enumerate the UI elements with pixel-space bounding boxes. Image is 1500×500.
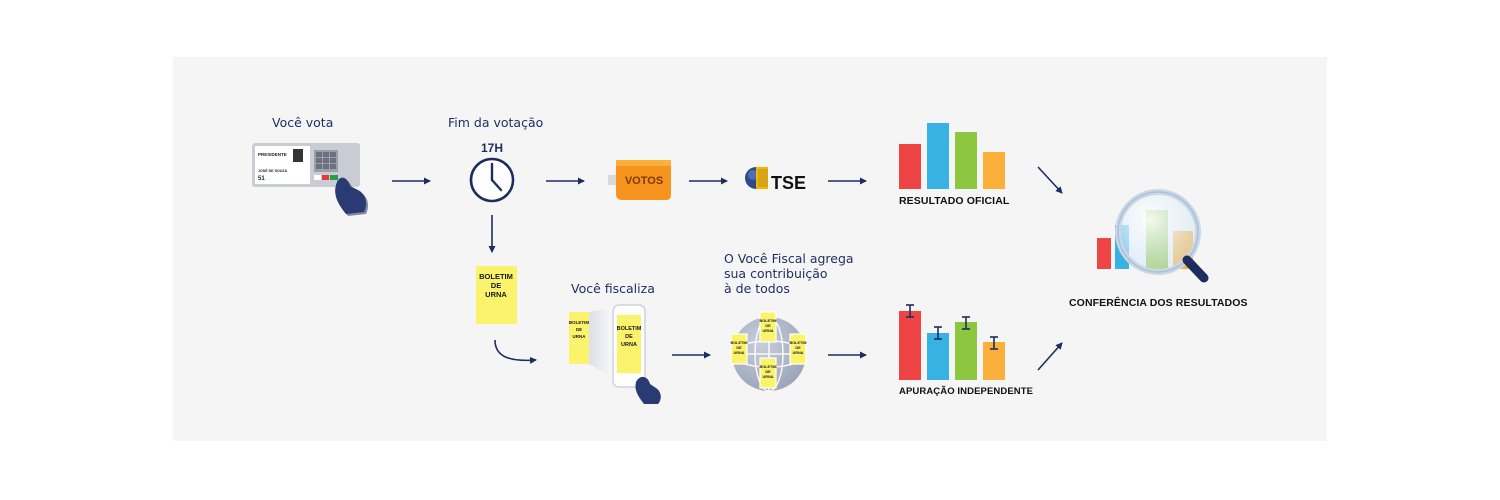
official-result-chart-icon [899,123,1005,189]
svg-text:DE: DE [765,324,771,328]
boletim-line1: BOLETIM [479,272,513,281]
arrow-icon [494,339,537,364]
hour-label: 17H [481,141,503,155]
label-conferencia: CONFERÊNCIA DOS RESULTADOS [1069,297,1248,309]
voting-machine-icon: PRESIDENTE JOSÉ DE SOUZA 51 [252,143,368,216]
svg-text:URNA: URNA [763,329,774,333]
arrow-icon [1037,166,1063,194]
urna-candidato: JOSÉ DE SOUZA [258,168,288,173]
svg-text:URNA: URNA [734,351,745,355]
svg-text:BOLETIM: BOLETIM [569,320,589,325]
svg-text:BOLETIM: BOLETIM [759,365,776,369]
label-resultado-oficial: RESULTADO OFICIAL [899,195,1010,207]
svg-text:BOLETIM: BOLETIM [730,341,747,345]
votos-label: VOTOS [625,175,663,187]
tse-logo-icon: TSE [745,167,806,193]
official-bar-red [899,144,921,189]
label-fim-votacao: Fim da votação [448,115,544,130]
boletim-line3: URNA [485,290,507,299]
svg-text:BOLETIM: BOLETIM [789,341,806,345]
label-voce-vota: Você vota [272,115,334,130]
svg-text:DE: DE [625,334,633,340]
urna-numero: 51 [258,176,265,182]
official-bar-green [955,132,977,189]
flow-arrows [392,166,1063,371]
urna-cargo: PRESIDENTE [258,152,287,157]
tse-label: TSE [771,173,806,193]
boletim-line2: DE [491,281,501,290]
label-agrega: O Você Fiscal agrega sua contribuição à … [724,251,854,296]
svg-text:DE: DE [576,327,582,332]
official-bar-orange [983,152,1005,189]
svg-text:URNA: URNA [621,342,637,348]
clock-icon [469,157,515,203]
svg-text:DE: DE [795,346,801,350]
smartphone-icon: BOLETIM DE URNA BOLETIM DE URNA [569,304,661,404]
arrow-icon [1037,342,1063,371]
svg-text:URNA: URNA [763,375,774,379]
svg-text:BOLETIM: BOLETIM [759,319,776,323]
svg-text:BOLETIM: BOLETIM [617,326,642,332]
independent-count-chart-icon [899,304,1005,380]
label-apuracao-independente: APURAÇÃO INDEPENDENTE [899,386,1034,397]
label-voce-fiscaliza: Você fiscaliza [571,281,655,296]
voting-card-icon: VOTOS [608,160,671,200]
official-bar-blue [927,123,949,189]
svg-text:URNA: URNA [573,334,587,339]
svg-text:DE: DE [765,370,771,374]
ballot-paper-icon: BOLETIM DE URNA [476,266,517,324]
svg-text:DE: DE [736,346,742,350]
magnifier-icon [1115,189,1209,283]
svg-text:URNA: URNA [793,351,804,355]
